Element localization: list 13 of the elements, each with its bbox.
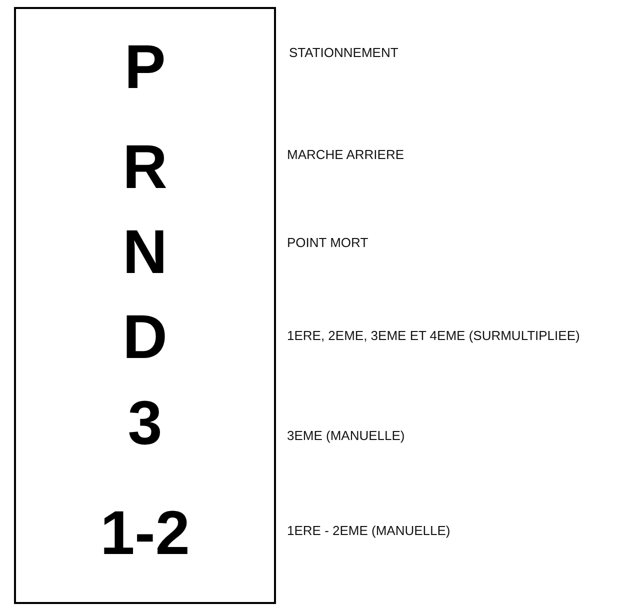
gear-description: 1ERE, 2EME, 3EME ET 4EME (SURMULTIPLIEE) xyxy=(287,328,580,343)
gear-description: STATIONNEMENT xyxy=(289,45,398,60)
gear-position-letter: P xyxy=(124,37,166,99)
gear-position-letter: D xyxy=(122,307,168,369)
gear-position-letter: N xyxy=(122,222,168,284)
gear-description: 1ERE - 2EME (MANUELLE) xyxy=(287,523,450,538)
gear-position-letter: R xyxy=(122,137,168,199)
gear-description: MARCHE ARRIERE xyxy=(287,147,404,162)
gear-position-letter: 1-2 xyxy=(100,503,190,565)
gear-description: 3EME (MANUELLE) xyxy=(287,428,405,443)
gear-description: POINT MORT xyxy=(287,235,368,250)
selector-panel xyxy=(14,7,276,604)
gear-position-letter: 3 xyxy=(128,393,162,455)
